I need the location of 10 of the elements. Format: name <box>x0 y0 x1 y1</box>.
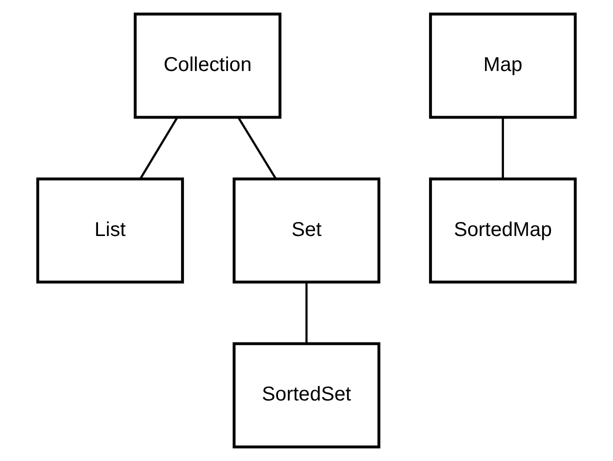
node-box: Map <box>429 12 577 119</box>
connector <box>502 117 504 179</box>
connector <box>139 116 178 180</box>
connector <box>237 116 277 180</box>
connector <box>305 282 308 344</box>
node-box: List <box>36 177 184 284</box>
node-box: Set <box>232 177 380 284</box>
node-box: SortedMap <box>429 177 577 284</box>
node-box: Collection <box>134 12 282 119</box>
node-box: SortedSet <box>232 342 380 448</box>
